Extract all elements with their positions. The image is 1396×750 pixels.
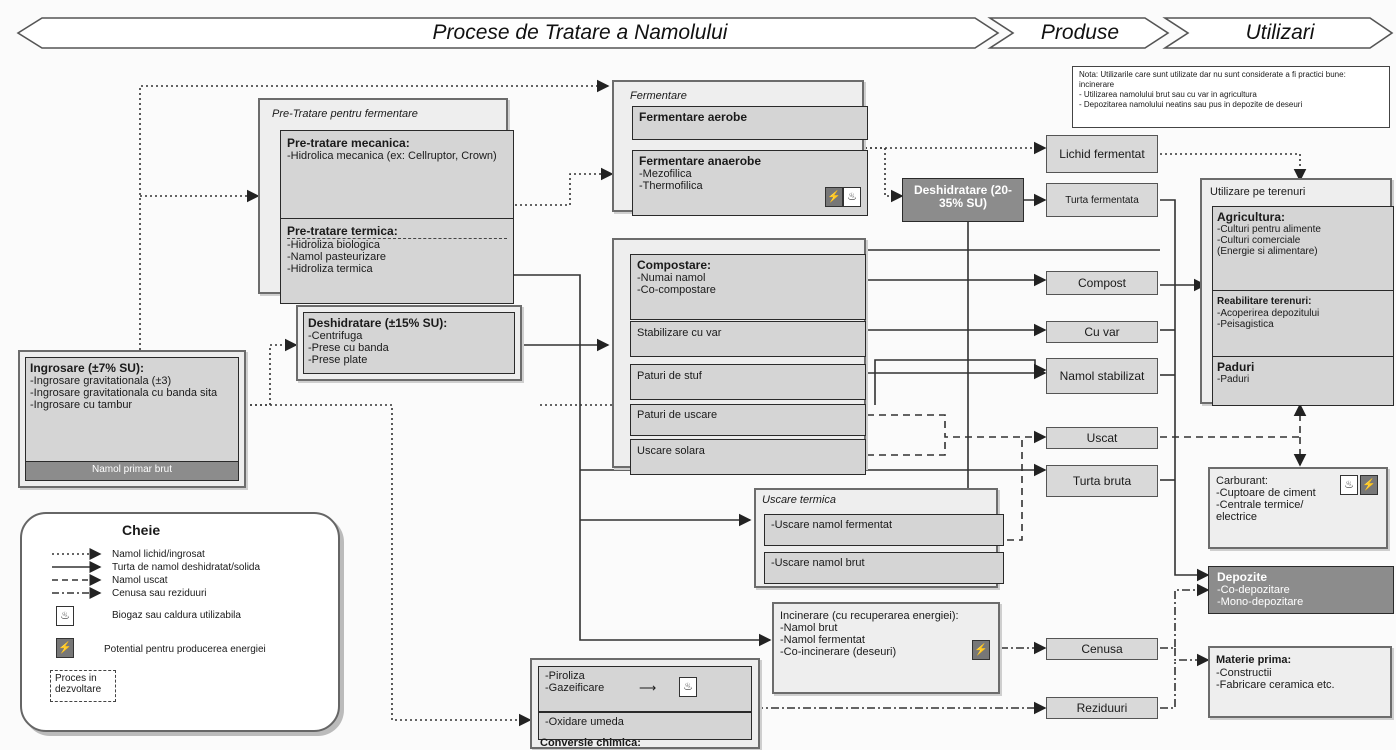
- lightning-icon: ⚡: [1360, 475, 1378, 495]
- legend-ash: Cenusa sau reziduuri: [112, 588, 207, 599]
- deshidratare-lines: -Centrifuga -Prese cu banda -Prese plate: [308, 330, 389, 366]
- ingrosare-lines: -Ingrosare gravitationala (±3) -Ingrosar…: [30, 375, 218, 411]
- product-turta-fermentata: Turta fermentata: [1046, 183, 1158, 217]
- product-uscat: Uscat: [1046, 427, 1158, 449]
- fermentare-anaerob-box: Fermentare anaerobe -Mezofilica -Thermof…: [632, 150, 868, 216]
- lightning-icon: ⚡: [56, 638, 74, 658]
- depozite-lines: -Co-depozitare -Mono-depozitare: [1217, 584, 1304, 608]
- lightning-icon: ⚡: [972, 640, 990, 660]
- stabilizare-processes-box: Compostare: -Numai namol -Co-compostare …: [612, 238, 866, 475]
- piroliza-lines: -Piroliza -Gazeificare: [545, 670, 605, 694]
- agricultura-box: Agricultura: -Culturi pentru alimente -C…: [1212, 206, 1394, 296]
- flame-icon: ♨: [1340, 475, 1358, 495]
- piroliza-inner: -Piroliza -Gazeificare ⟶ ♨: [538, 666, 752, 712]
- deshidratare-box: Deshidratare (±15% SU): -Centrifuga -Pre…: [296, 305, 522, 381]
- legend-dried: Namol uscat: [112, 575, 168, 586]
- paduri-lines: -Paduri: [1217, 374, 1250, 385]
- uscare-fermentat-box: -Uscare namol fermentat: [764, 514, 1004, 546]
- pre-termica-box: Pre-tratare termica: -Hidroliza biologic…: [280, 218, 514, 304]
- pre-termica-lines: -Hidroliza biologica -Namol pasteurizare…: [287, 238, 507, 275]
- oxidare-box: -Oxidare umeda: [538, 712, 752, 740]
- incinerare-box: Incinerare (cu recuperarea energiei): -N…: [772, 602, 1000, 694]
- teren-title: Utilizare pe terenuri: [1210, 186, 1306, 198]
- carburant-lines: -Cuptoare de ciment -Centrale termice/ e…: [1216, 487, 1316, 523]
- fermentare-aerob-box: Fermentare aerobe: [632, 106, 868, 140]
- compostare-title: Compostare:: [637, 258, 712, 272]
- reabilitare-lines: -Acoperirea depozitului -Peisagistica: [1217, 308, 1320, 330]
- legend-title: Cheie: [122, 522, 161, 538]
- legend-box: Cheie Namol lichid/ingrosat Turta de nam…: [20, 512, 340, 732]
- note-box: Nota: Utilizarile care sunt utilizate da…: [1072, 66, 1390, 128]
- uscare-termica-box: Uscare termica -Uscare namol fermentat -…: [754, 488, 1004, 588]
- reabilitare-box: Reabilitare terenuri: -Acoperirea depozi…: [1212, 290, 1394, 358]
- conversie-label: Conversie chimica:: [540, 737, 641, 749]
- carburant-box: Carburant: -Cuptoare de ciment -Centrale…: [1208, 467, 1388, 549]
- pre-tratare-box: Pre-Tratare pentru fermentare Pre-tratar…: [258, 98, 514, 304]
- agricultura-title: Agricultura:: [1217, 210, 1286, 224]
- product-turta-bruta: Turta bruta: [1046, 465, 1158, 497]
- legend-energy: Potential pentru producerea energiei: [104, 644, 266, 655]
- arrow-to-flame: ⟶: [639, 681, 657, 695]
- lightning-icon: ⚡: [825, 187, 843, 207]
- paturi-uscare-box: Paturi de uscare: [630, 404, 866, 436]
- paturi-stuf-box: Paturi de stuf: [630, 364, 866, 400]
- deshidratare2-box: Deshidratare (20-35% SU): [902, 178, 1024, 222]
- pre-termica-title: Pre-tratare termica:: [287, 224, 398, 238]
- ingrosare-box: Ingrosare (±7% SU): -Ingrosare gravitati…: [18, 350, 246, 488]
- legend-in-development: Proces in dezvoltare: [50, 670, 116, 702]
- flame-icon: ♨: [843, 187, 861, 207]
- fermentare-box: Fermentare Fermentare aerobe Fermentare …: [612, 80, 868, 216]
- materie-lines: -Constructii -Fabricare ceramica etc.: [1216, 667, 1335, 691]
- product-namol-stabilizat: Namol stabilizat: [1046, 358, 1158, 394]
- fermentare-anaerob-title: Fermentare anaerobe: [639, 154, 762, 168]
- product-lichid: Lichid fermentat: [1046, 135, 1158, 173]
- pre-mecanica-lines: -Hidrolica mecanica (ex: Cellruptor, Cro…: [287, 150, 497, 162]
- flame-icon: ♨: [679, 677, 697, 697]
- compostare-lines: -Numai namol -Co-compostare: [637, 272, 716, 296]
- pre-mecanica-title: Pre-tratare mecanica:: [287, 136, 410, 150]
- pre-mecanica-box: Pre-tratare mecanica: -Hidrolica mecanic…: [280, 130, 514, 224]
- stabilizare-box: Stabilizare cu var: [630, 321, 866, 357]
- piroliza-box: -Piroliza -Gazeificare ⟶ ♨ -Oxidare umed…: [530, 658, 760, 749]
- product-cu-var: Cu var: [1046, 321, 1158, 343]
- header-processes: Procese de Tratare a Namolului: [432, 21, 728, 44]
- depozite-box: Depozite -Co-depozitare -Mono-depozitare: [1208, 566, 1394, 614]
- product-compost: Compost: [1046, 271, 1158, 295]
- uses-teren-box: Utilizare pe terenuri Agricultura: -Cult…: [1200, 178, 1394, 406]
- header-uses: Utilizari: [1245, 21, 1315, 44]
- paduri-box: Paduri -Paduri: [1212, 356, 1394, 406]
- uscare-termica-title: Uscare termica: [762, 494, 836, 506]
- materie-title: Materie prima:: [1216, 654, 1292, 666]
- header-products: Produse: [1040, 21, 1120, 44]
- paduri-title: Paduri: [1217, 360, 1255, 374]
- legend-line-samples: [52, 548, 102, 599]
- incinerare-lines: -Namol brut -Namol fermentat -Co-inciner…: [780, 622, 897, 658]
- uscare-brut-box: -Uscare namol brut: [764, 552, 1004, 584]
- pre-tratare-title: Pre-Tratare pentru fermentare: [272, 108, 418, 120]
- ingrosare-title: Ingrosare (±7% SU):: [30, 361, 144, 375]
- compostare-box: Compostare: -Numai namol -Co-compostare: [630, 254, 866, 320]
- legend-biogas: Biogaz sau caldura utilizabila: [112, 610, 241, 621]
- fermentare-title: Fermentare: [630, 90, 687, 102]
- namol-primar-box: Namol primar brut: [25, 461, 239, 481]
- fermentare-anaerob-lines: -Mezofilica -Thermofilica: [639, 168, 703, 192]
- legend-liquid: Namol lichid/ingrosat: [112, 549, 205, 560]
- deshidratare-title: Deshidratare (±15% SU):: [308, 316, 448, 330]
- product-cenusa: Cenusa: [1046, 638, 1158, 660]
- legend-cake: Turta de namol deshidratat/solida: [112, 562, 261, 573]
- uscare-solara-box: Uscare solara: [630, 439, 866, 475]
- materie-box: Materie prima: -Constructii -Fabricare c…: [1208, 646, 1392, 718]
- header-banner: [16, 17, 1394, 49]
- carburant-title: Carburant:: [1216, 475, 1268, 487]
- agricultura-lines: -Culturi pentru alimente -Culturi comerc…: [1217, 224, 1321, 257]
- incinerare-title: Incinerare (cu recuperarea energiei):: [780, 610, 959, 622]
- product-reziduuri: Reziduuri: [1046, 697, 1158, 719]
- flame-icon: ♨: [56, 606, 74, 626]
- reabilitare-title: Reabilitare terenuri:: [1217, 296, 1312, 307]
- depozite-title: Depozite: [1217, 570, 1268, 584]
